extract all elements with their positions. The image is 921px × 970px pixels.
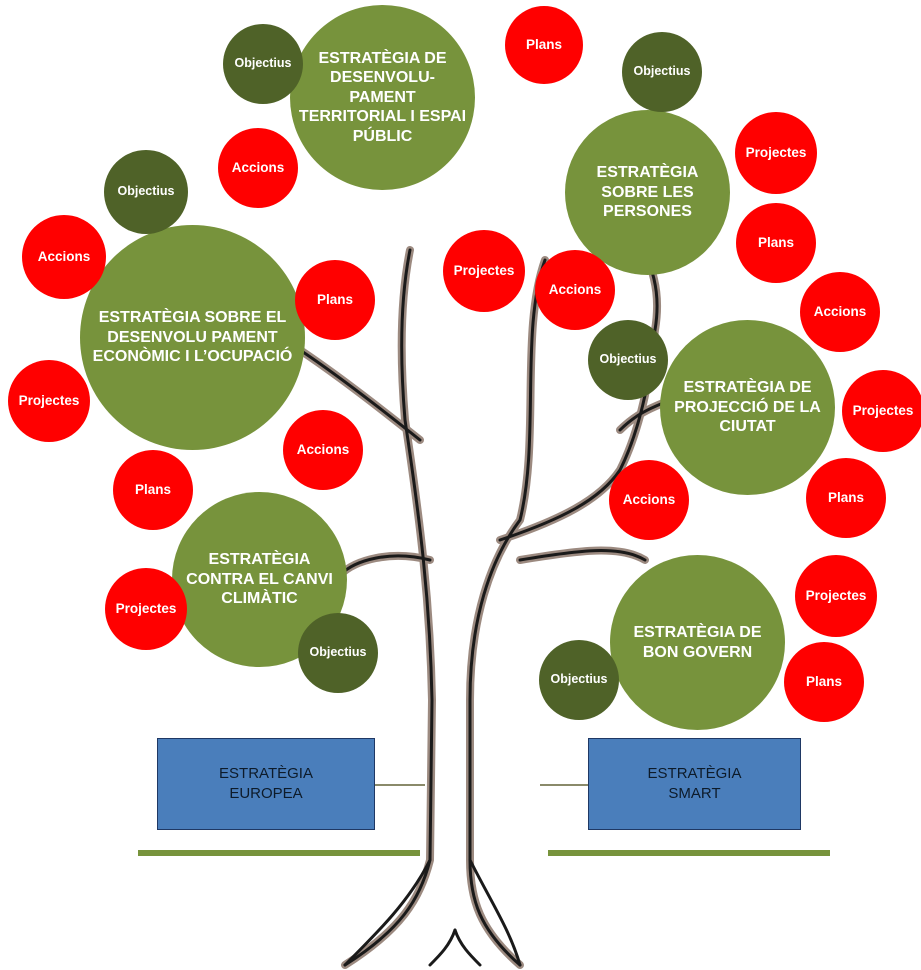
projectes-circle: Projectes	[443, 230, 525, 312]
ground-line-left	[138, 850, 420, 856]
plans-circle: Plans	[113, 450, 193, 530]
plans-circle: Plans	[295, 260, 375, 340]
accions-circle: Accions	[22, 215, 106, 299]
plans-circle: Plans	[784, 642, 864, 722]
projectes-circle: Projectes	[8, 360, 90, 442]
accions-circle: Accions	[609, 460, 689, 540]
objectius-circle: Objectius	[223, 24, 303, 104]
strategy-persones: ESTRATÈGIA SOBRE LES PERSONES	[565, 110, 730, 275]
box-estrategia-smart: ESTRATÈGIA SMART	[588, 738, 801, 830]
plans-circle: Plans	[736, 203, 816, 283]
connector-line-smart	[540, 784, 588, 786]
strategy-bon-govern: ESTRATÈGIA DE BON GOVERN	[610, 555, 785, 730]
strategy-economic: ESTRATÈGIA SOBRE EL DESENVOLU PAMENT ECO…	[80, 225, 305, 450]
projectes-circle: Projectes	[105, 568, 187, 650]
objectius-circle: Objectius	[588, 320, 668, 400]
accions-circle: Accions	[218, 128, 298, 208]
strategy-canvi-climatic: ESTRATÈGIA CONTRA EL CANVI CLIMÀTIC	[172, 492, 347, 667]
accions-circle: Accions	[283, 410, 363, 490]
plans-circle: Plans	[505, 6, 583, 84]
accions-circle: Accions	[800, 272, 880, 352]
plans-circle: Plans	[806, 458, 886, 538]
strategy-territorial: ESTRATÈGIA DE DESENVOLU- PAMENT TERRITOR…	[290, 5, 475, 190]
strategy-projeccio: ESTRATÈGIA DE PROJECCIÓ DE LA CIUTAT	[660, 320, 835, 495]
objectius-circle: Objectius	[622, 32, 702, 112]
ground-line-right	[548, 850, 830, 856]
objectius-circle: Objectius	[539, 640, 619, 720]
box-estrategia-europea: ESTRATÈGIA EUROPEA	[157, 738, 375, 830]
objectius-circle: Objectius	[298, 613, 378, 693]
projectes-circle: Projectes	[735, 112, 817, 194]
projectes-circle: Projectes	[842, 370, 921, 452]
projectes-circle: Projectes	[795, 555, 877, 637]
accions-circle: Accions	[535, 250, 615, 330]
connector-line-europea	[375, 784, 425, 786]
objectius-circle: Objectius	[104, 150, 188, 234]
